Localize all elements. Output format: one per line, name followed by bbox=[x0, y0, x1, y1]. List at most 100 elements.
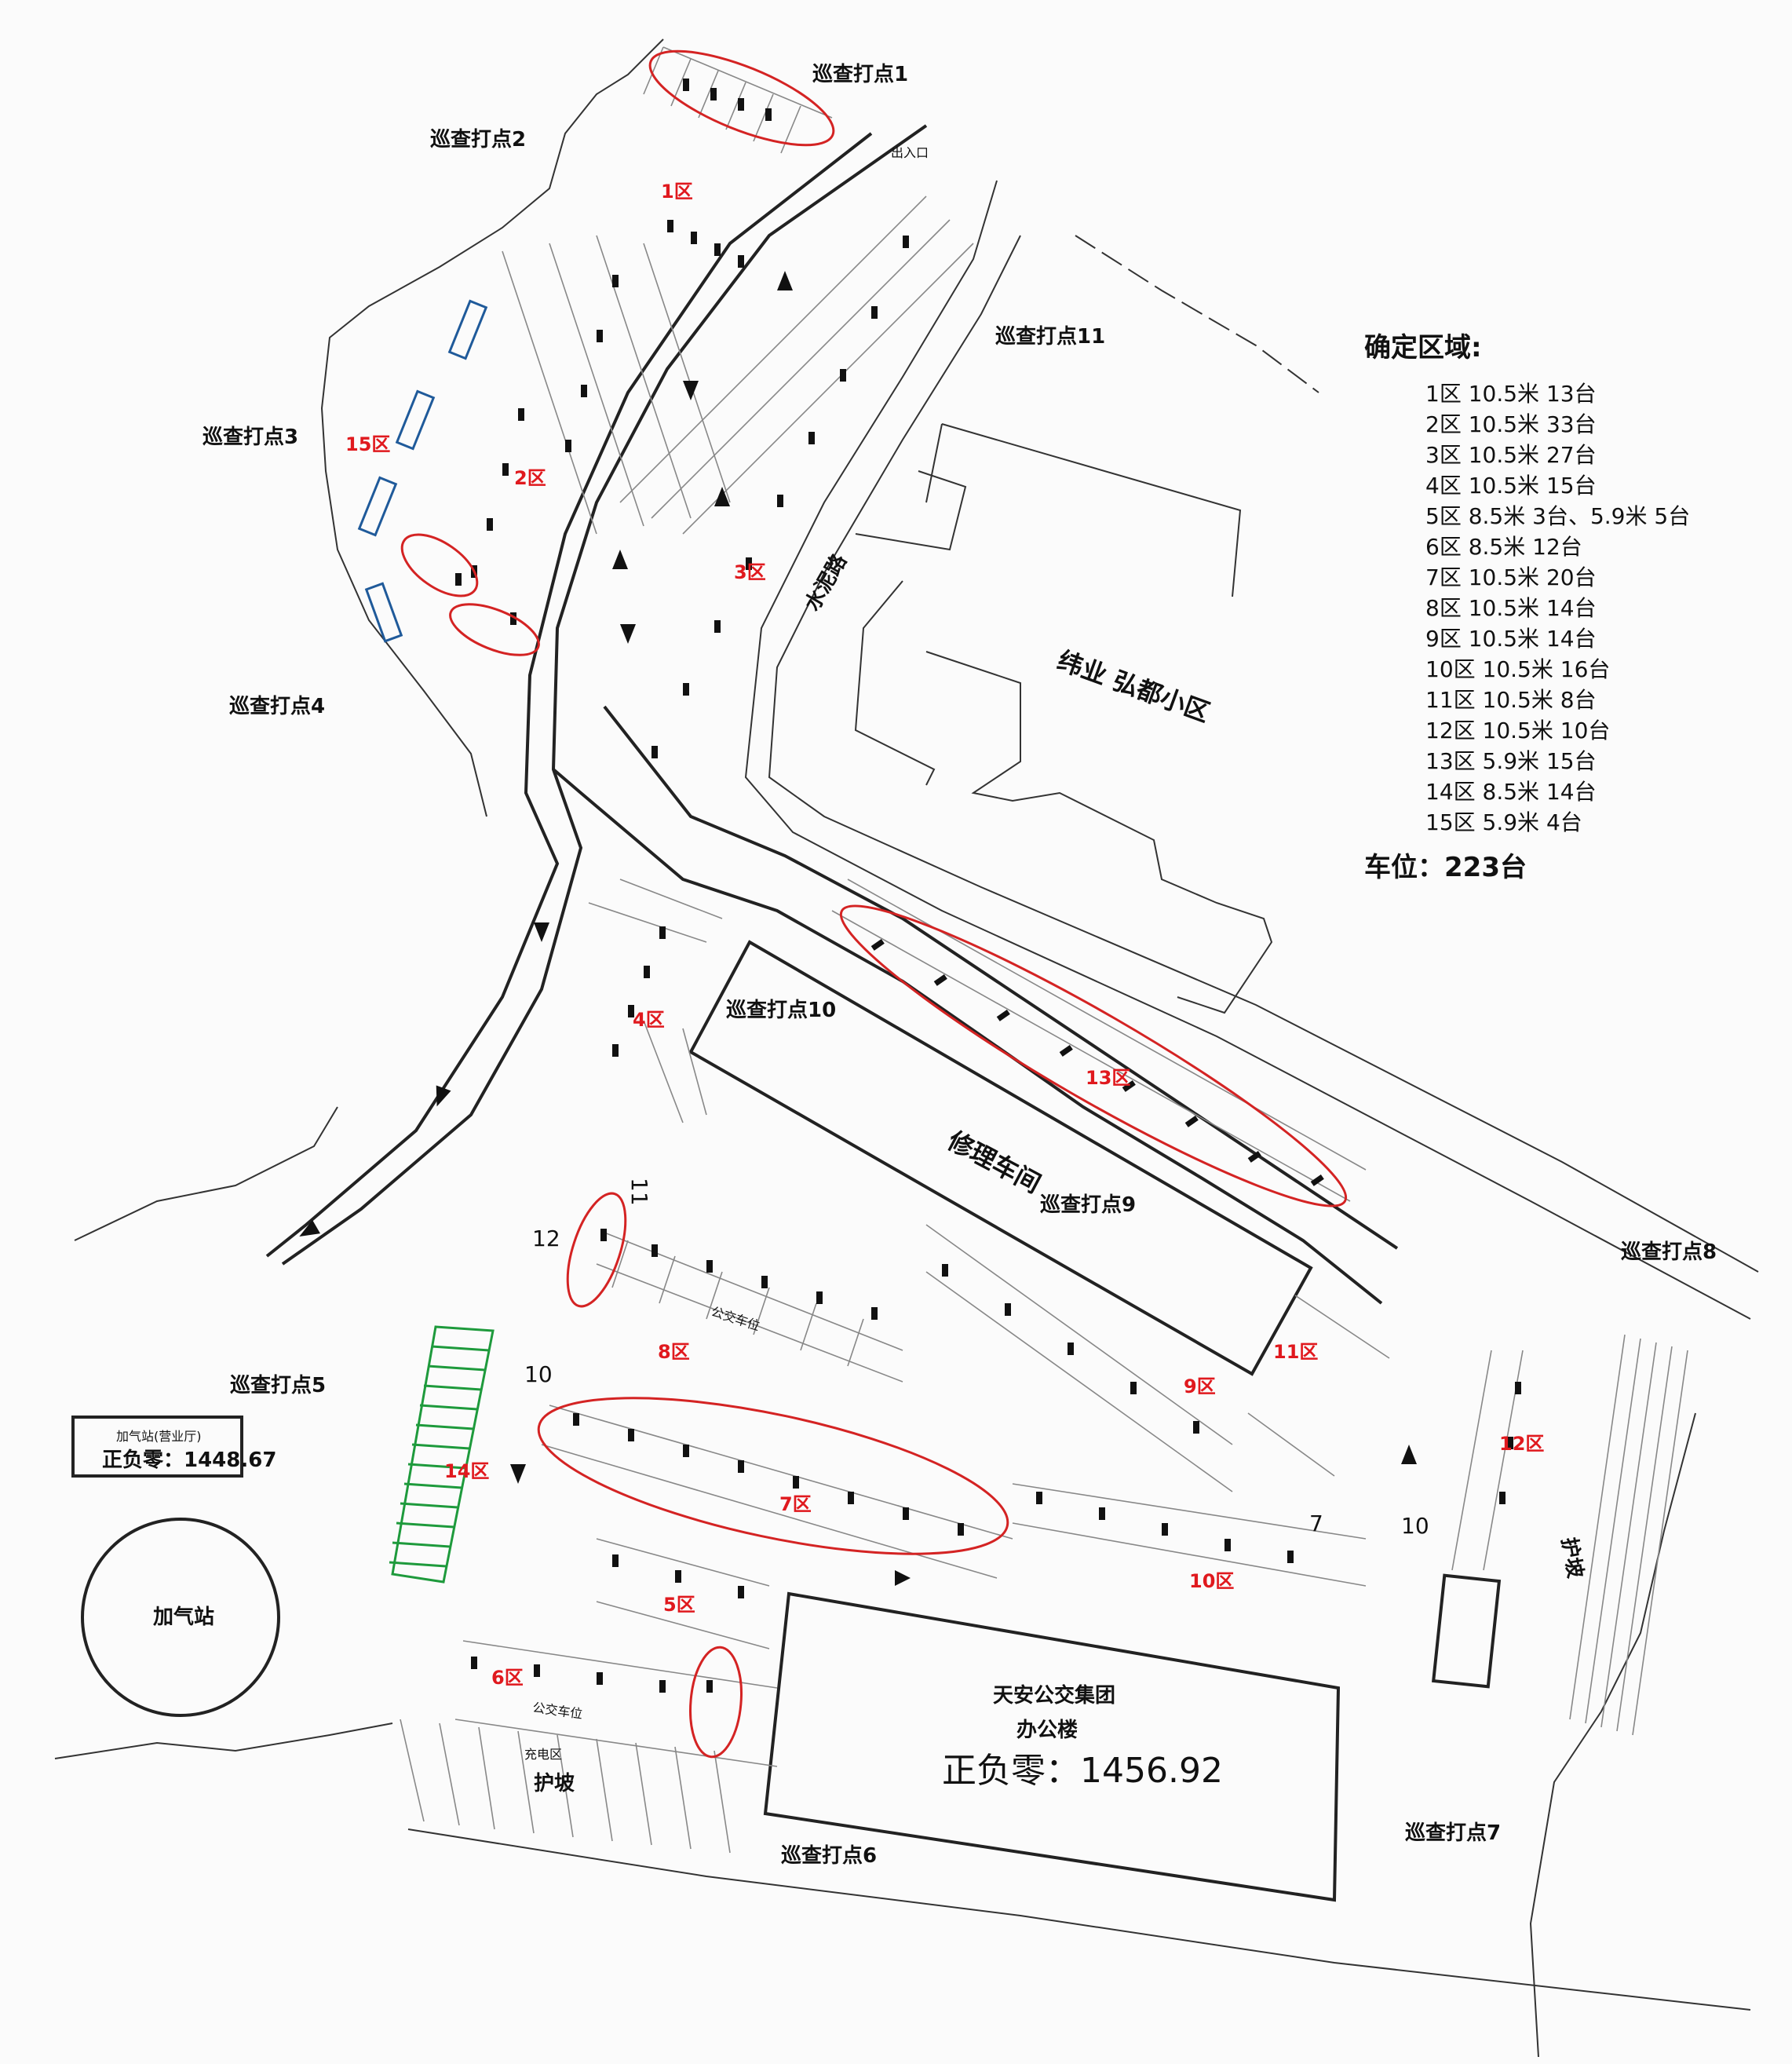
main-road-outer bbox=[281, 124, 928, 1266]
checkpoint-label-10: 巡查打点10 bbox=[726, 998, 836, 1022]
row-number-7: 7 bbox=[1309, 1511, 1323, 1536]
stalls-zone4 bbox=[588, 879, 723, 1123]
legend-item: 1区 10.5米 13台 bbox=[1425, 381, 1597, 407]
zone-label-2: 2区 bbox=[514, 467, 546, 489]
zone-label-10: 10区 bbox=[1189, 1570, 1234, 1592]
row-number-11: 11 bbox=[626, 1178, 652, 1206]
zone15-stall-2 bbox=[395, 389, 436, 451]
checkpoint-label-5: 巡查打点5 bbox=[230, 1373, 326, 1397]
zone-label-11: 11区 bbox=[1273, 1341, 1318, 1363]
slope-hatch-right bbox=[1569, 1334, 1688, 1736]
highlight-zone2-b bbox=[449, 603, 540, 656]
direction-arrows bbox=[299, 271, 1417, 1586]
right-small-building bbox=[1431, 1573, 1502, 1689]
legend-item: 4区 10.5米 15台 bbox=[1425, 473, 1597, 499]
cement-road-label: 水泥路 bbox=[800, 550, 852, 616]
site-boundary-west bbox=[74, 1106, 338, 1241]
zone-label-6: 6区 bbox=[491, 1667, 524, 1689]
legend-item: 15区 5.9米 4台 bbox=[1425, 809, 1582, 835]
checkpoint-label-1: 巡查打点1 bbox=[812, 62, 908, 86]
site-boundary-south bbox=[54, 1722, 393, 1759]
zone-label-5: 5区 bbox=[663, 1594, 695, 1616]
slope-hatch-bottom bbox=[400, 1719, 731, 1854]
zone-label-8: 8区 bbox=[658, 1341, 690, 1363]
gas-hall-box bbox=[71, 1416, 243, 1478]
checkpoint-label-9: 巡查打点9 bbox=[1040, 1193, 1136, 1217]
legend-item: 2区 10.5米 33台 bbox=[1425, 411, 1597, 437]
site-boundary-bottom bbox=[407, 1828, 1751, 2011]
row-number-10b: 10 bbox=[1401, 1513, 1429, 1539]
residential-block bbox=[854, 423, 1273, 1014]
stalls-zone10 bbox=[1012, 1483, 1367, 1587]
legend-item: 8区 10.5米 14台 bbox=[1425, 595, 1597, 621]
office-building-label: 办公楼 bbox=[1016, 1719, 1078, 1742]
gas-station-label: 加气站 bbox=[153, 1605, 214, 1629]
legend-total: 车位：223台 bbox=[1364, 852, 1527, 883]
highlight-zone13 bbox=[839, 904, 1348, 1207]
cement-road-a bbox=[744, 180, 1751, 1320]
site-boundary-east bbox=[1529, 1412, 1696, 2058]
legend-item: 11区 10.5米 8台 bbox=[1425, 687, 1597, 713]
zone-label-7: 7区 bbox=[779, 1493, 812, 1515]
stalls-zone7 bbox=[541, 1405, 1013, 1579]
highlight-zone7 bbox=[537, 1397, 1009, 1555]
gas-station-circle bbox=[81, 1518, 280, 1717]
zone14-grid bbox=[389, 1325, 495, 1584]
legend-item: 12区 10.5米 10台 bbox=[1425, 718, 1611, 743]
zone-label-9: 9区 bbox=[1184, 1375, 1216, 1397]
zone-label-14: 14区 bbox=[444, 1460, 489, 1482]
highlight-zone1 bbox=[648, 49, 835, 147]
slope-label-right: 护坡 bbox=[1557, 1536, 1587, 1580]
highlight-zone8 bbox=[566, 1192, 627, 1308]
stalls-zone1 bbox=[643, 46, 833, 154]
bus-parking-label-8: 公交车位 bbox=[710, 1304, 762, 1334]
office-name-label: 天安公交集团 bbox=[993, 1683, 1115, 1708]
legend-item: 10区 10.5米 16台 bbox=[1425, 656, 1611, 682]
zone-legend: 确定区域: 1区 10.5米 13台 2区 10.5米 33台 3区 10.5米… bbox=[1364, 326, 1757, 884]
legend-item: 6区 8.5米 12台 bbox=[1425, 534, 1582, 560]
repair-workshop-label: 修理车间 bbox=[942, 1125, 1046, 1199]
zone15-stall-4 bbox=[364, 582, 403, 643]
stalls-zone12 bbox=[1451, 1350, 1524, 1571]
entrance-label: 出入口 bbox=[891, 145, 929, 160]
charging-zone-label: 充电区 bbox=[524, 1747, 562, 1762]
gas-hall-elevation-label: 正负零：1448.67 bbox=[102, 1448, 276, 1472]
west-drive bbox=[552, 768, 1383, 1305]
stalls-zone8 bbox=[596, 1232, 903, 1383]
legend-item: 13区 5.9米 15台 bbox=[1425, 748, 1597, 774]
stalls-zone9 bbox=[925, 1224, 1233, 1492]
cement-road-b bbox=[768, 235, 1759, 1273]
slope-label-bottom: 护坡 bbox=[534, 1772, 575, 1795]
legend-item: 7区 10.5米 20台 bbox=[1425, 564, 1597, 590]
vehicle-marks bbox=[455, 79, 1521, 1693]
checkpoint-label-11: 巡查打点11 bbox=[995, 324, 1105, 349]
checkpoint-label-3: 巡查打点3 bbox=[203, 425, 298, 449]
highlight-zone2-a bbox=[400, 533, 479, 597]
stalls-zone13 bbox=[831, 879, 1367, 1202]
office-elevation-label: 正负零：1456.92 bbox=[942, 1751, 1223, 1791]
zone-label-3: 3区 bbox=[734, 561, 766, 583]
west-drive-inner bbox=[603, 705, 1399, 1250]
checkpoint-label-8: 巡查打点8 bbox=[1621, 1240, 1717, 1264]
gas-hall-name-label: 加气站(营业厅) bbox=[116, 1429, 202, 1444]
stalls-zone3 bbox=[619, 195, 974, 535]
checkpoint-label-7: 巡查打点7 bbox=[1405, 1821, 1501, 1845]
zone15-stall-1 bbox=[447, 299, 488, 360]
checkpoint-label-4: 巡查打点4 bbox=[229, 694, 325, 718]
legend-item: 14区 8.5米 14台 bbox=[1425, 779, 1597, 805]
zone-label-15: 15区 bbox=[345, 433, 390, 455]
residential-label: 纬业 弘都小区 bbox=[1053, 645, 1214, 728]
legend-item: 3区 10.5米 27台 bbox=[1425, 442, 1597, 468]
zone-label-12: 12区 bbox=[1499, 1433, 1544, 1455]
checkpoint-label-2: 巡查打点2 bbox=[430, 127, 526, 152]
main-road-inner bbox=[265, 132, 873, 1258]
stalls-zone2 bbox=[502, 235, 731, 535]
legend-item: 5区 8.5米 3台、5.9米 5台 bbox=[1425, 503, 1691, 529]
repair-workshop-outline bbox=[688, 940, 1313, 1376]
row-number-10a: 10 bbox=[524, 1361, 553, 1387]
bus-parking-label-6: 公交车位 bbox=[531, 1700, 583, 1722]
stalls-zone11 bbox=[1247, 1295, 1390, 1477]
stalls-zone6 bbox=[454, 1640, 778, 1767]
site-boundary-north bbox=[320, 38, 664, 817]
